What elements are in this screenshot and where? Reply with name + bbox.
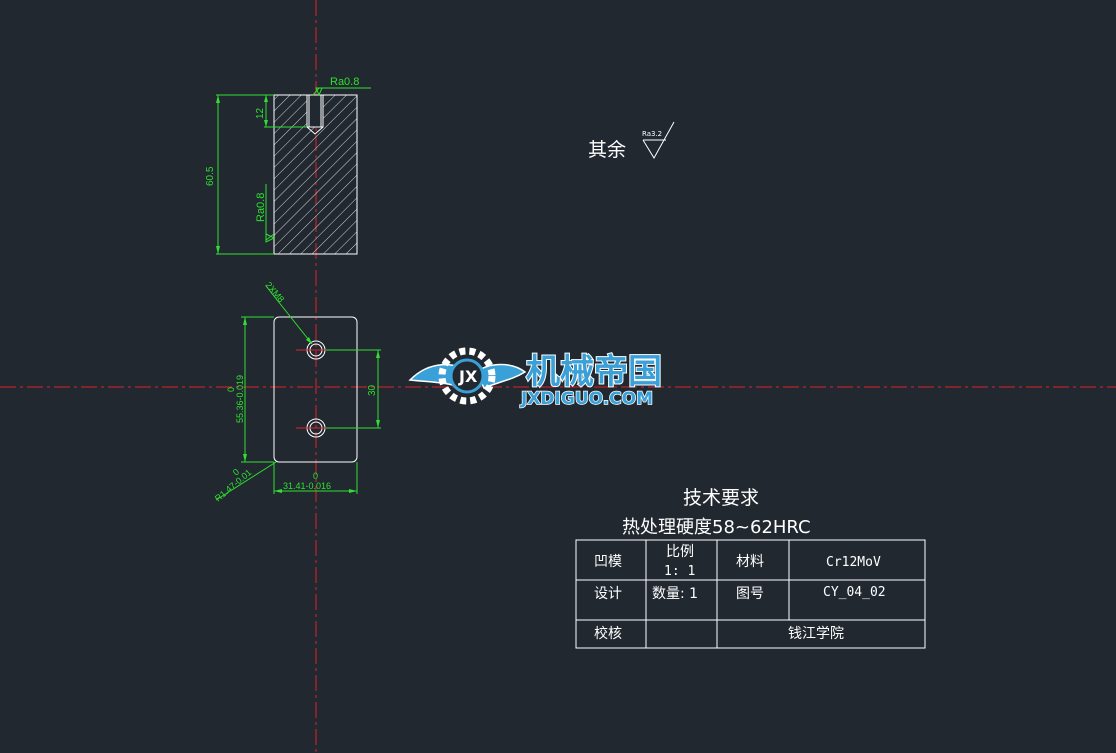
requirements-line1: 热处理硬度58~62HRC — [622, 517, 811, 538]
hole-callout-text: 2XM8 — [263, 280, 286, 304]
cell-drawing-no-label: 图号 — [736, 586, 764, 602]
cell-material-value: Cr12MoV — [826, 555, 881, 570]
cell-school: 钱江学院 — [788, 626, 844, 642]
cell-check-label: 校核 — [594, 625, 622, 642]
watermark-title: 机械帝国 — [526, 352, 662, 392]
requirements-heading: 技术要求 — [683, 487, 759, 509]
watermark-logo: JX 机械帝国 JXDIGUO.COM — [408, 347, 663, 410]
remaining-label: 其余 — [588, 139, 626, 161]
roughness-top-text: Ra0.8 — [330, 76, 359, 88]
cell-quantity: 数量: 1 — [652, 586, 698, 602]
dim-plan-height-text: 55.36-0.019 — [235, 375, 245, 423]
dim-width-text: 31.41-0.016 — [283, 481, 331, 491]
threaded-hole-section — [306, 94, 324, 128]
plan-view: 2XM8 30 0 55.36-0.019 0 31.41-0.016 0 R1… — [213, 280, 381, 504]
remaining-value: Ra3.2 — [642, 130, 662, 138]
remaining-roughness: 其余 Ra3.2 — [588, 121, 675, 161]
watermark-url: JXDIGUO.COM — [520, 389, 653, 409]
cell-material-label: 材料 — [736, 554, 764, 570]
title-block: 凹模 比例 1: 1 材料 Cr12MoV 设计 数量: 1 图号 CY_04_… — [575, 539, 926, 649]
dim-height-text: 60.5 — [205, 166, 216, 186]
cell-design-label: 设计 — [594, 586, 622, 602]
dim-height-upper-text: 0 — [226, 387, 236, 392]
dim-width-upper-text: 0 — [313, 471, 318, 481]
plan-outline — [273, 316, 358, 463]
cell-scale-label: 比例 — [666, 544, 694, 560]
svg-text:JX: JX — [458, 367, 478, 386]
dim-spacing-text: 30 — [367, 384, 378, 396]
roughness-side-text: Ra0.8 — [255, 193, 267, 222]
gear-icon — [438, 347, 496, 405]
cell-scale-value: 1: 1 — [664, 564, 695, 579]
dim-radius-upper-text: 0 — [231, 467, 241, 478]
cell-part-name: 凹模 — [594, 554, 622, 570]
section-view: 60.5 12 Ra0.8 Ra0.8 — [205, 76, 371, 255]
dim-depth-text: 12 — [255, 107, 266, 119]
cell-drawing-no: CY_04_02 — [823, 585, 886, 600]
